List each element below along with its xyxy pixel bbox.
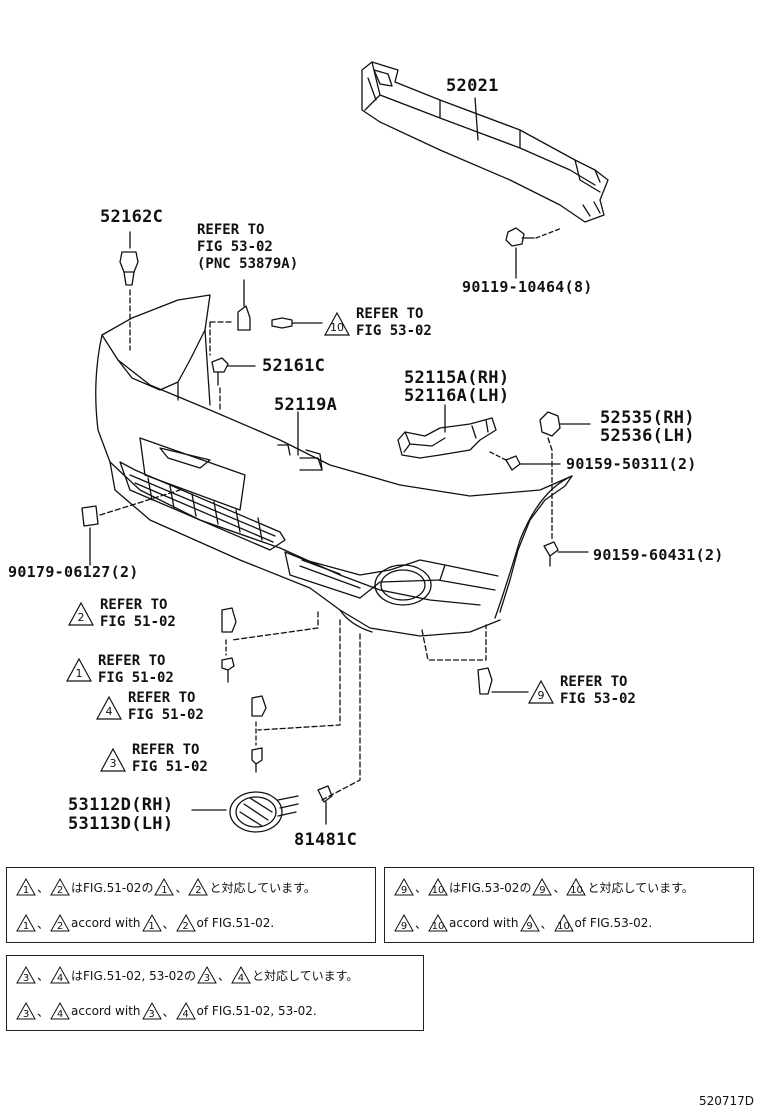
refer-4-2: FIG 51-02 xyxy=(128,707,204,723)
refer-9-2: FIG 53-02 xyxy=(560,691,636,707)
triangle-10-icon: 10 xyxy=(324,312,350,336)
label-90179: 90179-06127(2) xyxy=(8,563,139,581)
label-52116A: 52116A(LH) xyxy=(404,386,510,406)
note-triangle-2-icon: 2 xyxy=(50,878,70,896)
diagram-code: 520717D xyxy=(698,1094,754,1108)
bumper-cover-52119A xyxy=(95,294,573,637)
note-triangle-1-icon: 1 xyxy=(16,878,36,896)
note-triangle-9-icon: 9 xyxy=(394,878,414,896)
fog-lamp-cover-53112D xyxy=(229,791,299,833)
label-52021: 52021 xyxy=(446,76,499,96)
triangle-9-icon: 9 xyxy=(528,680,554,704)
label-81481C: 81481C xyxy=(294,830,358,850)
triangle-3-icon: 3 xyxy=(100,748,126,772)
label-52115A: 52115A(RH) xyxy=(404,368,510,388)
note-triangle-2-icon: 2 xyxy=(175,914,196,932)
note-triangle-3-icon: 3 xyxy=(16,966,36,984)
clip-52162C xyxy=(119,251,139,286)
note-triangle-4-icon: 4 xyxy=(231,966,251,984)
label-52162C: 52162C xyxy=(100,207,164,227)
refer-4-1: REFER TO xyxy=(128,690,196,706)
label-90119: 90119-10464(8) xyxy=(462,278,593,296)
refer-9-1: REFER TO xyxy=(560,674,628,690)
label-52535: 52535(RH) xyxy=(600,408,695,428)
bolt-90119 xyxy=(505,227,535,247)
refer-top-1: REFER TO xyxy=(197,222,265,238)
note-triangle-4-icon: 4 xyxy=(175,1002,196,1020)
note-triangle-10-icon: 10 xyxy=(428,878,448,896)
clip-ref9 xyxy=(477,667,493,695)
label-53112D: 53112D(RH) xyxy=(68,795,174,815)
clip-ref4 xyxy=(251,695,267,717)
label-90159-60431: 90159-60431(2) xyxy=(593,546,724,564)
bracket-52115A xyxy=(397,417,497,459)
triangle-4-icon: 4 xyxy=(96,696,122,720)
refer-3-2: FIG 51-02 xyxy=(132,759,208,775)
note-triangle-3-icon: 3 xyxy=(197,966,217,984)
bolt-90159-50311 xyxy=(505,455,561,471)
triangle-2-icon: 2 xyxy=(68,602,94,626)
clip-81481C xyxy=(317,785,333,803)
label-52536: 52536(LH) xyxy=(600,426,695,446)
note-triangle-2-icon: 2 xyxy=(188,878,209,896)
refer-10-1: REFER TO xyxy=(356,306,424,322)
note-triangle-10-icon: 10 xyxy=(566,878,587,896)
refer-1-1: REFER TO xyxy=(98,653,166,669)
note-triangle-4-icon: 4 xyxy=(50,966,70,984)
note-triangle-1-icon: 1 xyxy=(16,914,36,932)
refer-top-3: (PNC 53879A) xyxy=(197,256,299,272)
note-triangle-1-icon: 1 xyxy=(141,914,162,932)
screw-ref1 xyxy=(221,657,235,683)
note-triangle-3-icon: 3 xyxy=(141,1002,162,1020)
nut-90179 xyxy=(81,505,99,527)
bumper-reinforcement-52021 xyxy=(361,61,609,223)
note-triangle-9-icon: 9 xyxy=(532,878,553,896)
label-52119A: 52119A xyxy=(274,395,338,415)
note-triangle-10-icon: 10 xyxy=(428,914,448,932)
refer-10-2: FIG 53-02 xyxy=(356,323,432,339)
note-triangle-9-icon: 9 xyxy=(519,914,540,932)
clip-52535 xyxy=(539,411,591,437)
note-triangle-2-icon: 2 xyxy=(50,914,70,932)
note-triangle-10-icon: 10 xyxy=(553,914,574,932)
note-triangle-4-icon: 4 xyxy=(50,1002,70,1020)
refer-3-1: REFER TO xyxy=(132,742,200,758)
triangle-1-icon: 1 xyxy=(66,658,92,682)
refer-2-1: REFER TO xyxy=(100,597,168,613)
refer-2-2: FIG 51-02 xyxy=(100,614,176,630)
note-triangle-1-icon: 1 xyxy=(154,878,175,896)
note-triangle-3-icon: 3 xyxy=(16,1002,36,1020)
refer-1-2: FIG 51-02 xyxy=(98,670,174,686)
screw-52161C xyxy=(211,357,256,386)
bolt-90159-60431 xyxy=(543,541,589,567)
label-90159-50311: 90159-50311(2) xyxy=(566,455,697,473)
clip-ref2 xyxy=(221,607,237,633)
refer-top-2: FIG 53-02 xyxy=(197,239,273,255)
screw-ref3 xyxy=(251,747,263,773)
bracket-53879A xyxy=(237,305,251,331)
label-52161C: 52161C xyxy=(262,356,326,376)
label-53113D: 53113D(LH) xyxy=(68,814,174,834)
note-triangle-9-icon: 9 xyxy=(394,914,414,932)
screw-fig53-10 xyxy=(271,317,323,329)
